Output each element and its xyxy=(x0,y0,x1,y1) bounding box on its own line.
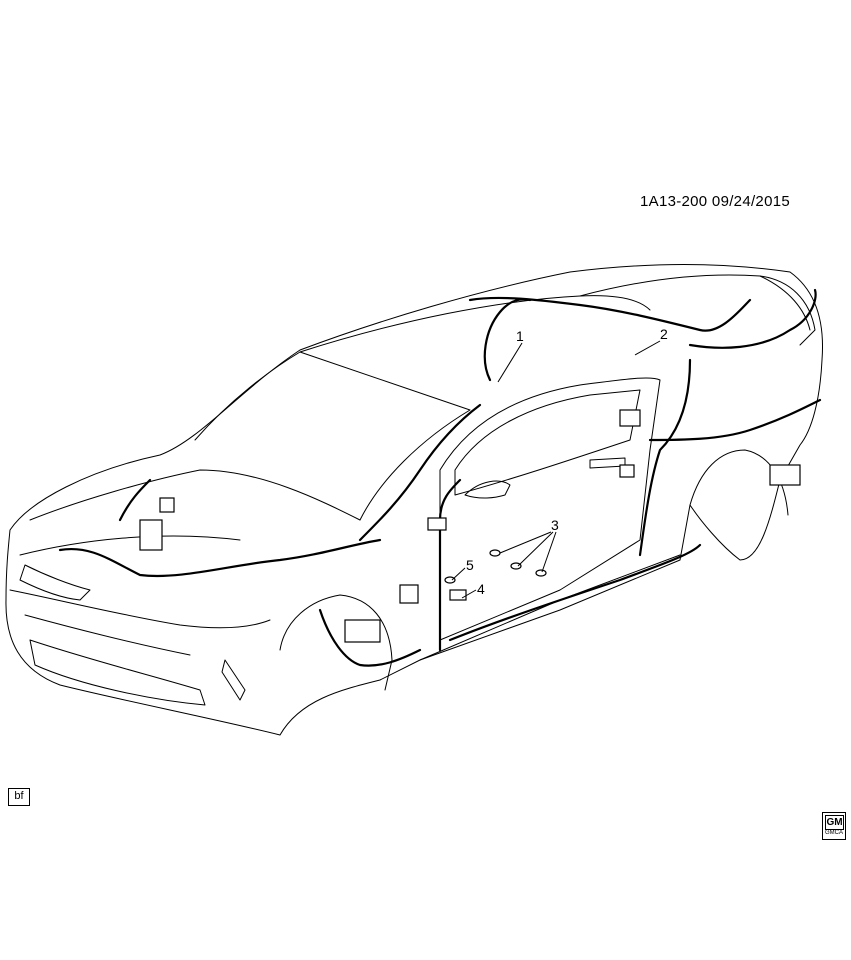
windshield-outline xyxy=(194,351,471,521)
door-outline xyxy=(439,377,661,641)
roof-line xyxy=(299,295,651,353)
callout-3: 3 xyxy=(551,517,559,533)
rear-window xyxy=(579,274,811,331)
callout-leader xyxy=(634,340,661,356)
car-body-outline xyxy=(5,264,823,736)
connector xyxy=(427,517,447,531)
rear-quarter-harness xyxy=(638,358,692,557)
rocker-panel xyxy=(419,554,681,661)
front-bumper xyxy=(9,589,271,629)
trunk-lid xyxy=(759,275,816,346)
connector xyxy=(139,519,163,551)
door-window xyxy=(454,389,641,496)
headlamp xyxy=(19,564,91,601)
connector xyxy=(399,584,419,604)
callout-2: 2 xyxy=(660,326,668,342)
rear-harness xyxy=(648,398,822,442)
callout-leader xyxy=(499,531,552,554)
front-wheel-arch xyxy=(279,594,393,691)
callout-4: 4 xyxy=(477,581,485,597)
callout-leader xyxy=(517,531,554,567)
mirror xyxy=(464,480,511,499)
gm-logo-sub: GMCA xyxy=(825,830,843,836)
callout-5: 5 xyxy=(466,557,474,573)
connector xyxy=(449,589,467,601)
grommet xyxy=(444,576,456,584)
gm-logo-mark: GM xyxy=(825,815,844,830)
callout-leader xyxy=(461,589,477,599)
fog-lamp xyxy=(221,659,246,701)
corner-badge: bf xyxy=(8,788,30,806)
grille-upper xyxy=(24,614,191,656)
connector xyxy=(619,464,635,478)
connector xyxy=(159,497,175,513)
grommet xyxy=(510,562,522,570)
callout-leader xyxy=(497,342,523,383)
grille-lower xyxy=(29,639,206,706)
engine-harness xyxy=(58,538,382,578)
diagram-reference-code: 1A13-200 09/24/2015 xyxy=(640,193,790,210)
pillar-harness xyxy=(483,298,532,382)
hood-line xyxy=(19,535,241,556)
floor-harness xyxy=(448,543,702,642)
gm-logo: GM GMCA xyxy=(822,812,846,840)
grommet xyxy=(535,569,547,577)
connector xyxy=(769,464,801,486)
fender-harness xyxy=(318,608,422,667)
engine-bay-branch xyxy=(118,478,152,522)
connector xyxy=(344,619,381,643)
connector xyxy=(619,409,641,427)
body-harness-left xyxy=(438,478,462,652)
callout-1: 1 xyxy=(516,328,524,344)
dash-harness xyxy=(358,403,482,542)
grommet xyxy=(489,549,501,557)
hood-outline xyxy=(29,469,361,521)
rear-wheel-arch xyxy=(689,449,789,516)
callout-leader xyxy=(451,567,466,581)
trunk-harness xyxy=(688,288,817,349)
callout-leader xyxy=(541,531,557,573)
